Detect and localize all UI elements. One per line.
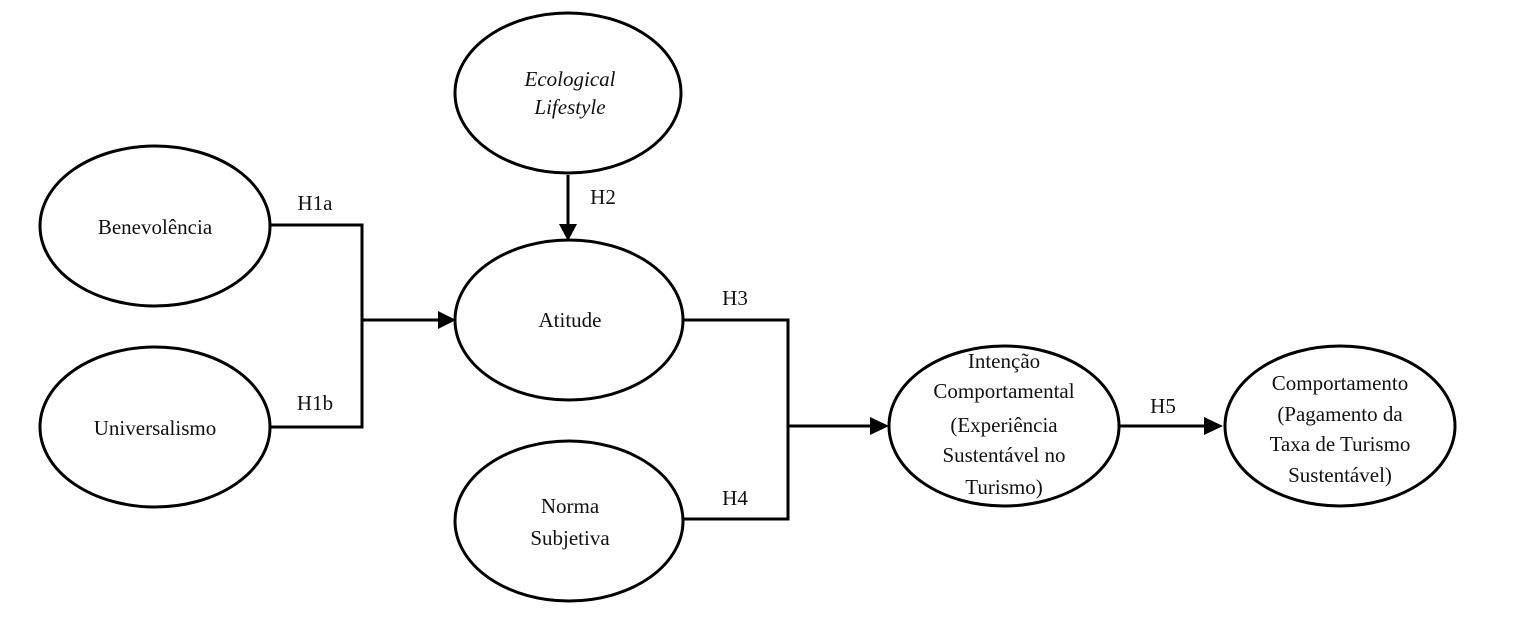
node-benevolencia-label: Benevolência	[98, 215, 213, 239]
node-intencao-line-5: Turismo)	[965, 475, 1042, 499]
label-h5: H5	[1150, 394, 1176, 418]
edge-h1b	[270, 320, 364, 429]
node-ecological-lifestyle: Ecological Lifestyle	[453, 11, 683, 175]
node-universalismo: Universalismo	[38, 345, 272, 509]
node-comportamento-line-3: Taxa de Turismo	[1270, 432, 1411, 456]
arrowhead-h2	[559, 224, 577, 241]
node-comportamento-line-4: Sustentável)	[1288, 463, 1392, 487]
node-comportamento-line-2: (Pagamento da	[1277, 402, 1403, 426]
arrowhead-h1	[438, 311, 456, 329]
label-h2: H2	[590, 185, 616, 209]
label-h1b: H1b	[297, 391, 333, 415]
node-intencao-line-2: Comportamental	[933, 379, 1074, 403]
label-h1a: H1a	[298, 191, 334, 215]
node-universalismo-label: Universalismo	[94, 416, 216, 440]
node-norma-subjetiva-line-1: Norma	[541, 494, 600, 518]
node-atitude-label: Atitude	[539, 308, 602, 332]
node-comportamento-line-1: Comportamento	[1272, 371, 1408, 395]
node-ecological-lifestyle-line-1: Ecological	[524, 67, 616, 91]
node-ecological-lifestyle-line-2: Lifestyle	[533, 95, 605, 119]
arrowhead-h5	[1204, 417, 1223, 435]
edge-h4	[683, 426, 790, 521]
node-benevolencia: Benevolência	[38, 144, 272, 308]
label-h3: H3	[722, 286, 748, 310]
arrowhead-h3h4	[870, 417, 889, 435]
node-atitude: Atitude	[453, 238, 685, 402]
node-norma-subjetiva-line-2: Subjetiva	[530, 526, 610, 550]
node-intencao-comportamental: Intenção Comportamental (Experiência Sus…	[887, 344, 1121, 508]
connectors	[270, 175, 1223, 521]
hypothesis-labels: H1a H1b H2 H3 H4 H5	[297, 185, 1176, 510]
edge-h1a	[270, 223, 364, 320]
node-comportamento: Comportamento (Pagamento da Taxa de Turi…	[1223, 344, 1457, 508]
node-intencao-line-3: (Experiência	[950, 413, 1058, 437]
edge-h3	[683, 318, 790, 426]
node-norma-subjetiva: Norma Subjetiva	[453, 439, 685, 603]
node-intencao-line-4: Sustentável no	[942, 443, 1065, 467]
label-h4: H4	[722, 486, 748, 510]
node-intencao-line-1: Intenção	[968, 349, 1040, 373]
